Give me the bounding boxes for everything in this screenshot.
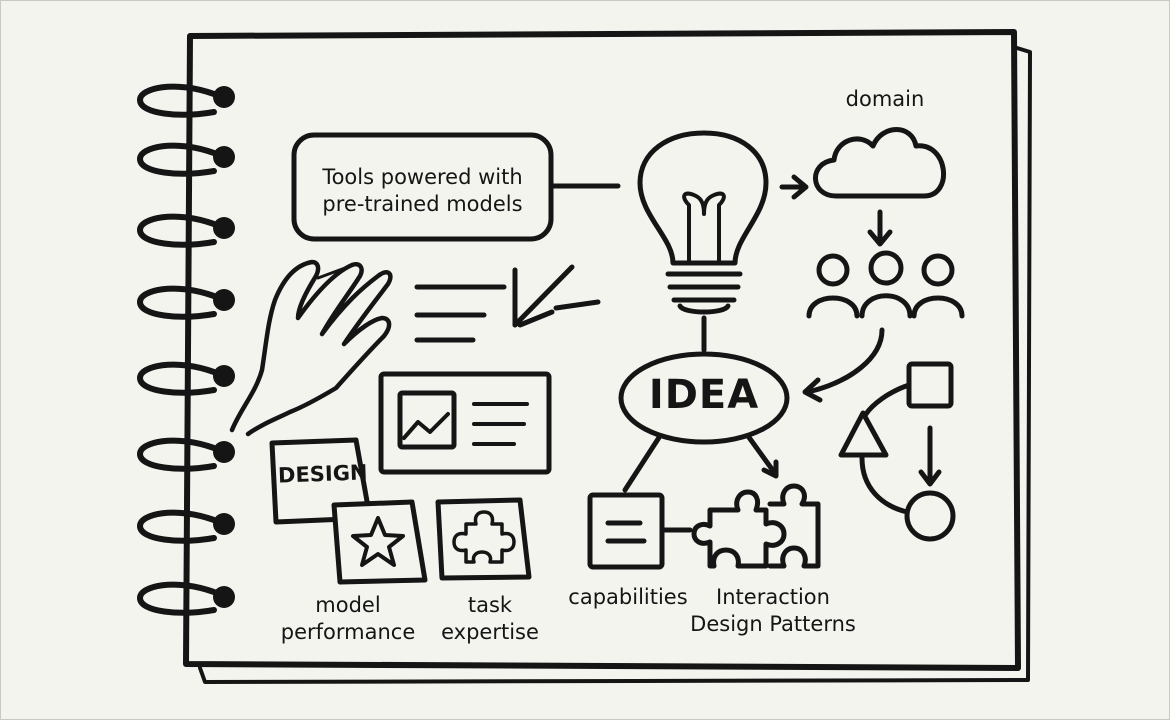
arrow-to-domain: [779, 174, 809, 200]
idea-label: IDEA: [648, 372, 760, 418]
spiral-ring: [137, 83, 217, 118]
puzzle-card-icon: [435, 497, 532, 581]
tools-label-line1: Tools powered with: [322, 165, 523, 189]
spiral-holes: [213, 86, 235, 608]
spiral-ring: [137, 213, 217, 248]
model-performance-line1: model: [315, 593, 381, 617]
capabilities-card-icon: [587, 492, 665, 570]
angle-lines-icon: [512, 264, 601, 328]
flow-symbols: [838, 361, 956, 542]
lightbulb-icon: [637, 130, 769, 315]
idea-to-capabilities-connector: [622, 433, 663, 493]
arrow-to-idea: [802, 327, 885, 403]
notebook-back-page: [198, 46, 1032, 684]
domain-label: domain: [845, 87, 925, 111]
puzzle-icon: [691, 483, 821, 569]
spiral-ring: [137, 142, 217, 177]
notebook: [183, 29, 1032, 684]
task-expertise-line1: task: [467, 593, 513, 617]
image-card-icon: [378, 371, 552, 475]
idea-ellipse: [618, 351, 790, 445]
design-label: DESIGN: [277, 460, 368, 488]
text-lines-icon: [414, 284, 507, 343]
tools-label: Tools powered with pre-trained models: [294, 164, 551, 218]
model-performance-label: model performance: [268, 592, 428, 646]
tools-label-line2: pre-trained models: [322, 192, 523, 216]
spiral-ring: [137, 285, 217, 320]
triangle-icon: [838, 410, 889, 458]
arrow-to-puzzle: [745, 433, 779, 479]
square-icon: [906, 361, 954, 409]
people-group-icon: [806, 250, 965, 319]
notebook-page: [183, 29, 1021, 671]
capabilities-label: capabilities: [568, 585, 688, 609]
cloud-icon: [813, 127, 947, 199]
task-expertise-label: task expertise: [430, 592, 550, 646]
task-expertise-line2: expertise: [441, 620, 539, 644]
spiral-ring: [137, 361, 217, 396]
spiral-binding: [137, 83, 217, 616]
circle-icon: [904, 490, 956, 542]
spiral-ring: [137, 437, 217, 472]
spiral-ring: [137, 581, 217, 616]
star-card-icon: [331, 499, 428, 585]
interaction-line1: Interaction: [716, 585, 830, 609]
spiral-ring: [137, 509, 217, 544]
model-performance-line2: performance: [280, 620, 416, 644]
hand-icon: [229, 259, 393, 437]
interaction-label: Interaction Design Patterns: [680, 584, 866, 638]
interaction-line2: Design Patterns: [690, 612, 856, 636]
arrow-to-people: [867, 209, 893, 247]
